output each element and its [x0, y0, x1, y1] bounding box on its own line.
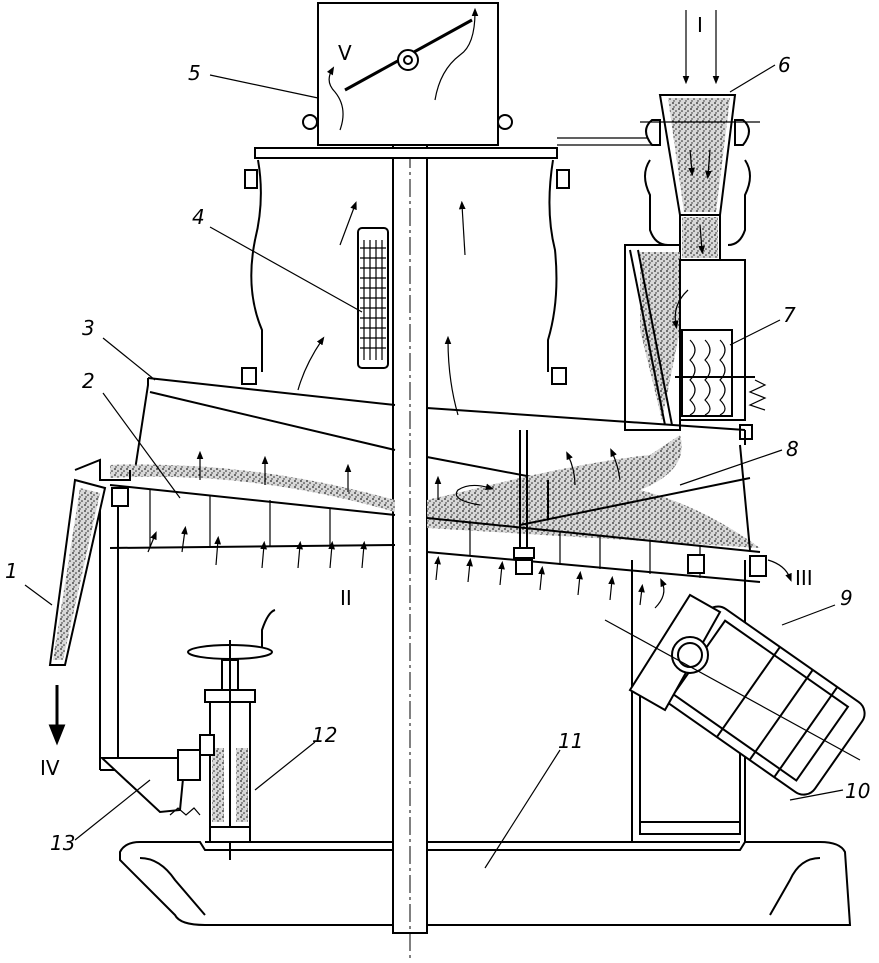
- adjustment-rod: [513, 430, 751, 575]
- vibration-motor: [604, 593, 866, 796]
- fan-housing: [302, 2, 513, 146]
- label-part-7: 7: [783, 303, 796, 327]
- upper-hood: [134, 377, 746, 481]
- label-part-11: 11: [558, 729, 583, 753]
- flow-labels: I II III IV V: [40, 13, 813, 780]
- sieve-deck: [109, 435, 792, 609]
- label-flow-air-out: V: [338, 41, 352, 65]
- part-labels: 1 2 3 4 5 6 7 8 9 10 11 12 13: [5, 53, 870, 855]
- label-flow-in: I: [697, 13, 703, 37]
- feed-inlet: [640, 10, 760, 261]
- label-part-6: 6: [778, 53, 791, 77]
- label-part-3: 3: [82, 316, 95, 340]
- label-part-13: 13: [50, 831, 75, 855]
- label-part-9: 9: [840, 586, 853, 610]
- label-flow-out-heavy: IV: [40, 756, 60, 780]
- label-flow-out-light: III: [795, 566, 813, 590]
- adjusting-screw: [187, 609, 276, 860]
- label-part-5: 5: [188, 61, 201, 85]
- feed-chamber: [624, 244, 767, 440]
- label-flow-air-in: II: [340, 586, 352, 610]
- label-part-4: 4: [192, 205, 205, 229]
- tailings-hopper: [48, 458, 131, 746]
- label-part-10: 10: [845, 779, 870, 803]
- leader-lines: [24, 64, 844, 869]
- label-part-1: 1: [5, 559, 18, 583]
- label-part-2: 2: [82, 369, 95, 393]
- label-part-12: 12: [312, 723, 337, 747]
- aspiration-channel: [241, 137, 660, 416]
- sediment-box: [99, 749, 201, 816]
- label-part-8: 8: [786, 437, 799, 461]
